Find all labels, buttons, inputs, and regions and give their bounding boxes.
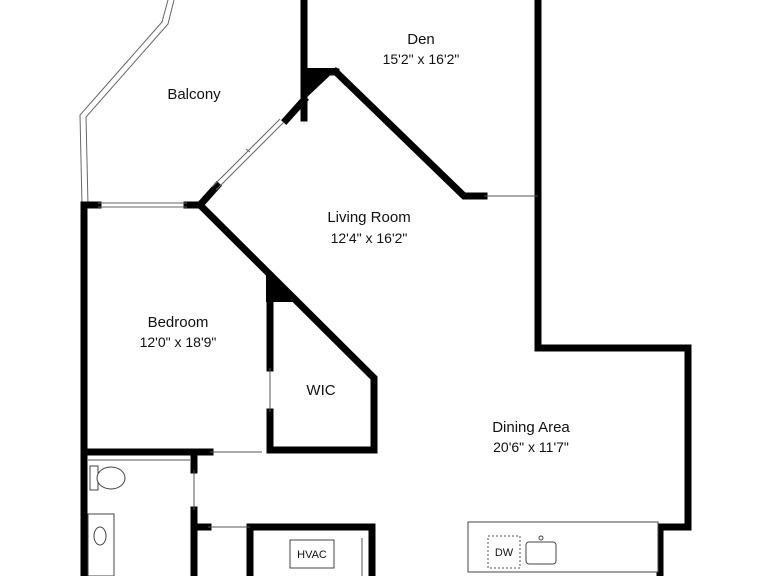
toilet-bowl bbox=[96, 466, 126, 490]
living-room-name: Living Room bbox=[327, 209, 410, 226]
sink-basin bbox=[93, 526, 107, 546]
wic-name: WIC bbox=[306, 382, 335, 399]
den-dims: 15'2" x 16'2" bbox=[383, 51, 460, 67]
dishwasher bbox=[487, 535, 521, 569]
balcony-name: Balcony bbox=[167, 86, 221, 103]
hvac-label: HVAC bbox=[297, 549, 327, 561]
balcony-railing bbox=[79, 0, 175, 206]
living-room-dims: 12'4" x 16'2" bbox=[331, 230, 408, 246]
dining-area-dims: 20'6" x 11'7" bbox=[493, 439, 569, 455]
bedroom-name: Bedroom bbox=[148, 314, 209, 331]
dw-label: DW bbox=[495, 547, 514, 559]
kitchen-sink bbox=[525, 541, 557, 565]
dining-area-name: Dining Area bbox=[492, 419, 570, 436]
bathroom bbox=[87, 459, 190, 576]
bedroom-window bbox=[98, 202, 187, 208]
kitchen-counter bbox=[467, 521, 659, 573]
hvac-unit bbox=[289, 539, 335, 569]
faucet bbox=[538, 535, 544, 541]
wall-wedge bbox=[304, 68, 338, 100]
wall-wedge bbox=[266, 270, 298, 302]
balcony-sliding-door bbox=[211, 118, 285, 191]
den-name: Den bbox=[407, 31, 435, 48]
bedroom-dims: 12'0" x 18'9" bbox=[140, 334, 217, 350]
